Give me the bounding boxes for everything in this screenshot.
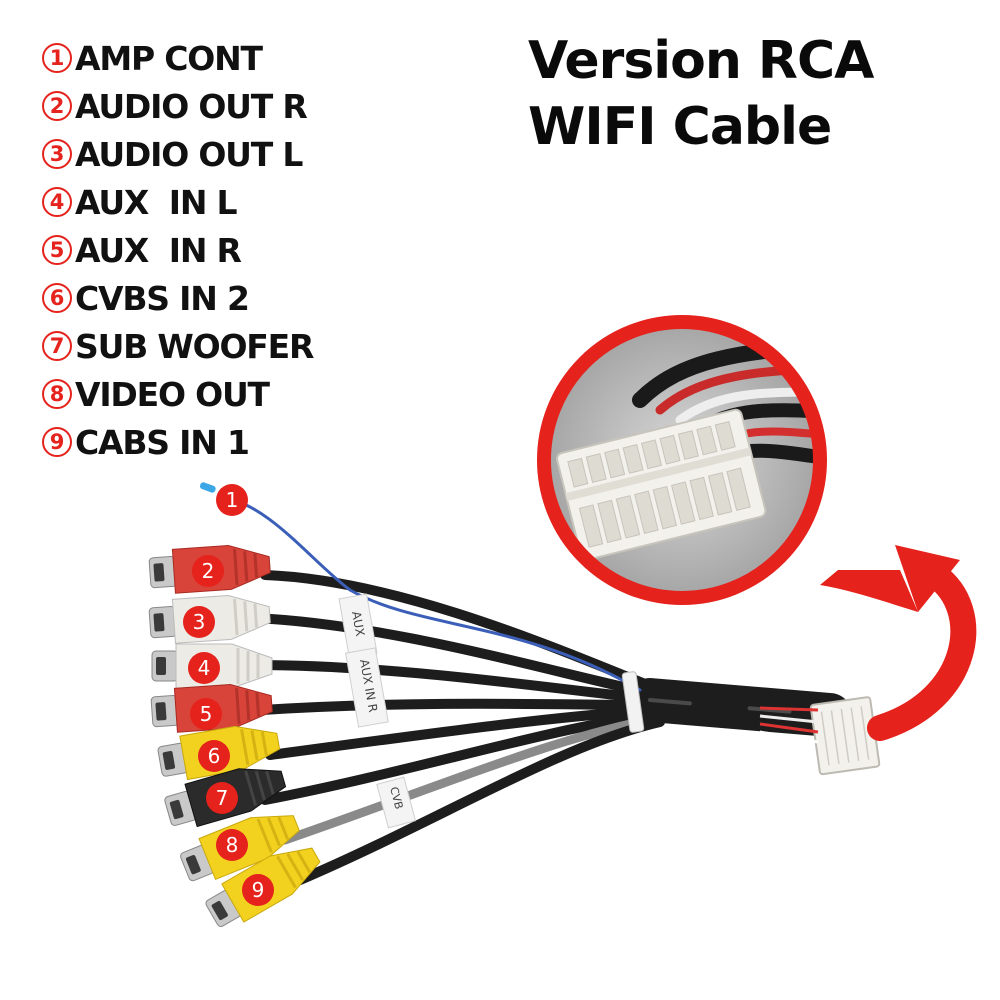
connector-marker-9: 9 [242,874,274,906]
connector-marker-8: 8 [216,829,248,861]
connector-marker-7: 7 [206,782,238,814]
sleeve-text-cvb: CVB [387,785,405,810]
cable-tie [621,671,645,733]
svg-text:2: 2 [202,559,215,583]
svg-text:6: 6 [208,744,221,768]
rca-plugs [148,544,321,928]
legend-label: AUX IN L [75,182,238,222]
sleeve-labels: AUX AUX IN R CVB [338,593,417,829]
legend-label: AMP CONT [75,38,263,78]
circled-number-icon: 1 [42,43,72,73]
connector-marker-2: 2 [192,555,224,587]
connector-marker-6: 6 [198,740,230,772]
amp-wire-tip [199,482,216,493]
svg-text:9: 9 [252,878,265,902]
circled-number-icon: 4 [42,187,72,217]
sleeve-text-aux: AUX [349,610,367,637]
legend-label: CVBS IN 2 [75,278,250,318]
curved-arrow-icon [820,545,977,741]
circled-number-icon: 3 [42,139,72,169]
svg-text:7: 7 [216,786,229,810]
circled-number-icon: 2 [42,91,72,121]
connector-marker-1: 1 [216,484,248,516]
legend-label: AUDIO OUT R [75,86,308,126]
connector-marker-4: 4 [188,652,220,684]
legend-label: AUX IN R [75,230,242,270]
svg-text:4: 4 [198,656,211,680]
svg-text:5: 5 [200,702,213,726]
white-connector [809,696,881,776]
circled-number-icon: 6 [42,283,72,313]
circled-number-icon: 9 [42,427,72,457]
connector-marker-5: 5 [190,698,222,730]
legend-label: SUB WOOFER [75,326,314,366]
legend-label: CABS IN 1 [75,422,250,462]
legend-label: VIDEO OUT [75,374,270,414]
zoom-callout [537,315,827,605]
cable-bundle [220,495,852,885]
product-title: Version RCA WIFI Cable [528,28,978,160]
circled-number-icon: 8 [42,379,72,409]
circled-number-icon: 5 [42,235,72,265]
svg-text:8: 8 [226,833,239,857]
title-line-1: Version RCA [528,31,874,91]
svg-text:1: 1 [226,488,239,512]
legend-label: AUDIO OUT L [75,134,303,174]
svg-text:3: 3 [193,610,206,634]
connector-marker-3: 3 [183,606,215,638]
circled-number-icon: 7 [42,331,72,361]
connector-markers: 1 2 3 4 5 6 7 8 9 [183,484,274,906]
title-line-2: WIFI Cable [528,97,832,157]
